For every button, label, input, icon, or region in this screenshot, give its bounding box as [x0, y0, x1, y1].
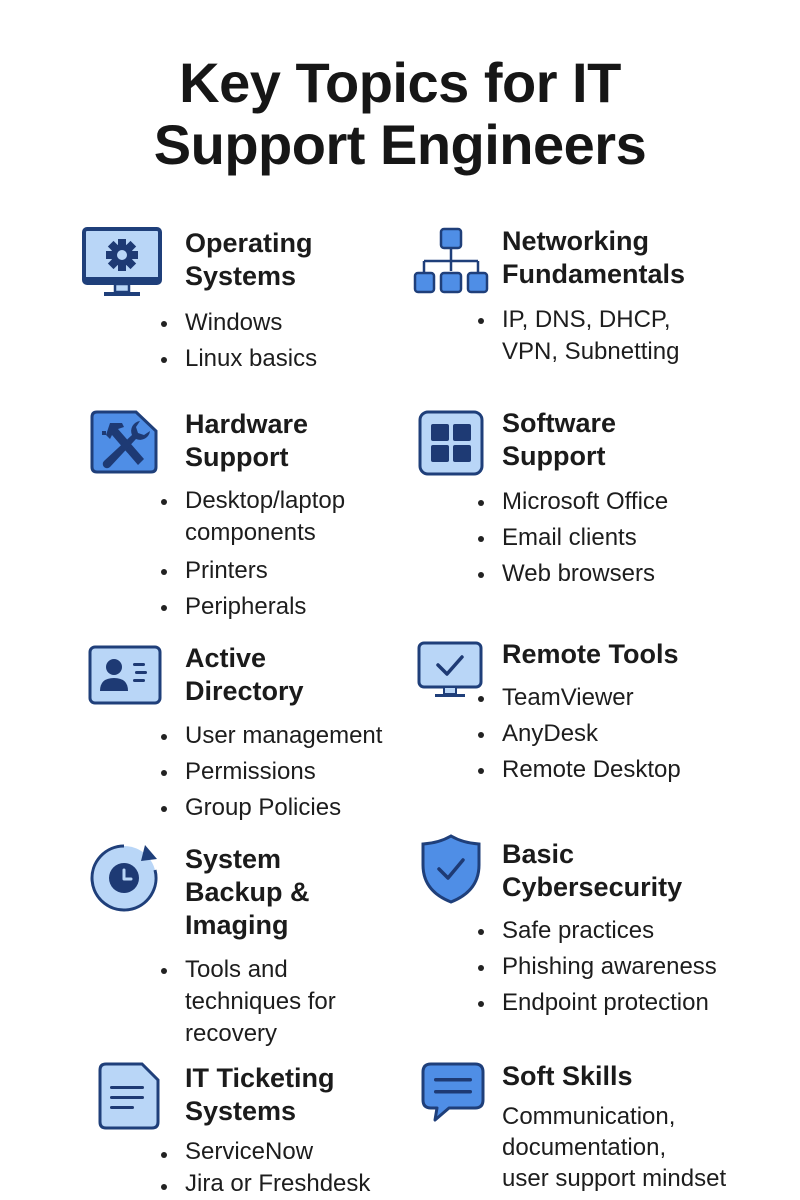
topic-items: Desktop/laptop components Printers Perip…	[158, 485, 345, 625]
topic-heading: System Backup & Imaging	[185, 843, 310, 942]
topic-items: TeamViewer AnyDesk Remote Desktop	[475, 680, 681, 788]
list-item-text: IP, DNS, DHCP,	[502, 306, 671, 333]
network-hierarchy-icon	[413, 227, 489, 295]
heading-line: Backup &	[185, 877, 310, 907]
heading-line: Remote Tools	[502, 639, 679, 669]
heading-line: IT Ticketing	[185, 1063, 335, 1093]
description-line: user support mindset	[502, 1165, 727, 1192]
list-item: Printers	[158, 553, 345, 589]
topic-items: Windows Linux basics	[158, 305, 317, 377]
list-item-text: Tools and	[185, 956, 288, 983]
list-item-text: VPN, Subnetting	[502, 338, 680, 365]
heading-line: Systems	[185, 1096, 297, 1126]
list-item: Web browsers	[475, 556, 668, 592]
topic-items: User management Permissions Group Polici…	[158, 718, 382, 826]
list-item: Desktop/laptop components	[158, 485, 345, 549]
topic-heading: Active Directory	[185, 642, 304, 708]
monitor-gear-icon	[82, 227, 162, 299]
list-item: User management	[158, 718, 382, 754]
heading-line: System	[185, 844, 282, 874]
heading-line: Software	[502, 408, 617, 438]
document-icon	[98, 1062, 160, 1130]
heading-line: Active	[185, 643, 267, 673]
topic-heading: Hardware Support	[185, 408, 308, 474]
topic-items: IP, DNS, DHCP, VPN, Subnetting	[475, 304, 679, 368]
topic-items: Safe practices Phishing awareness Endpoi…	[475, 913, 717, 1021]
heading-line: Cybersecurity	[502, 872, 683, 902]
page-title: Key Topics for IT Support Engineers	[0, 52, 800, 176]
list-item: Peripherals	[158, 589, 345, 625]
chat-bubble-icon	[421, 1062, 485, 1124]
list-item: Safe practices	[475, 913, 717, 949]
list-item: Tools and techniques for recovery	[158, 954, 336, 1050]
heading-line: Imaging	[185, 910, 289, 940]
title-line-2: Support Engineers	[153, 113, 647, 176]
heading-line: Hardware	[185, 409, 309, 439]
topic-heading: IT Ticketing Systems	[185, 1062, 335, 1128]
list-item: Group Policies	[158, 790, 382, 826]
topic-heading: Basic Cybersecurity	[502, 838, 682, 904]
list-item: Linux basics	[158, 341, 317, 377]
heading-line: Fundamentals	[502, 259, 686, 289]
description-line: Communication,	[502, 1103, 676, 1130]
heading-line: Networking	[502, 226, 650, 256]
topic-heading: Soft Skills	[502, 1060, 633, 1093]
heading-line: Systems	[185, 261, 297, 291]
list-item: IP, DNS, DHCP, VPN, Subnetting	[475, 304, 679, 368]
description-line: documentation,	[502, 1134, 667, 1161]
list-item-text: recovery	[185, 1020, 278, 1047]
topic-heading: Networking Fundamentals	[502, 225, 685, 291]
topic-heading: Operating Systems	[185, 227, 313, 293]
list-item: AnyDesk	[475, 716, 681, 752]
list-item-text: Desktop/laptop	[185, 487, 346, 514]
monitor-check-icon	[417, 641, 485, 699]
list-item: Remote Desktop	[475, 752, 681, 788]
hammer-wrench-icon	[88, 409, 160, 475]
heading-line: Operating	[185, 228, 313, 258]
heading-line: Basic	[502, 839, 575, 869]
title-line-1: Key Topics for IT	[179, 51, 621, 114]
heading-line: Directory	[185, 676, 304, 706]
topic-heading: Software Support	[502, 407, 616, 473]
list-item-text: components	[185, 519, 316, 546]
topic-items: ServiceNow Jira or Freshdesk	[158, 1136, 370, 1200]
topic-heading: Remote Tools	[502, 638, 679, 671]
list-item: Microsoft Office	[475, 484, 668, 520]
id-card-icon	[88, 645, 162, 705]
list-item: ServiceNow	[158, 1136, 370, 1168]
app-grid-icon	[418, 410, 484, 476]
topic-items: Microsoft Office Email clients Web brows…	[475, 484, 668, 592]
list-item: Permissions	[158, 754, 382, 790]
list-item: Endpoint protection	[475, 985, 717, 1021]
heading-line: Soft Skills	[502, 1061, 633, 1091]
list-item: TeamViewer	[475, 680, 681, 716]
heading-line: Support	[185, 442, 289, 472]
topic-description: Communication, documentation, user suppo…	[502, 1101, 726, 1194]
heading-line: Support	[502, 441, 606, 471]
shield-check-icon	[419, 833, 483, 905]
topic-items: Tools and techniques for recovery	[158, 954, 336, 1054]
list-item: Jira or Freshdesk	[158, 1168, 370, 1200]
list-item: Windows	[158, 305, 317, 341]
backup-clock-icon	[89, 841, 161, 913]
list-item: Email clients	[475, 520, 668, 556]
list-item-text: techniques for	[185, 988, 336, 1015]
list-item: Phishing awareness	[475, 949, 717, 985]
